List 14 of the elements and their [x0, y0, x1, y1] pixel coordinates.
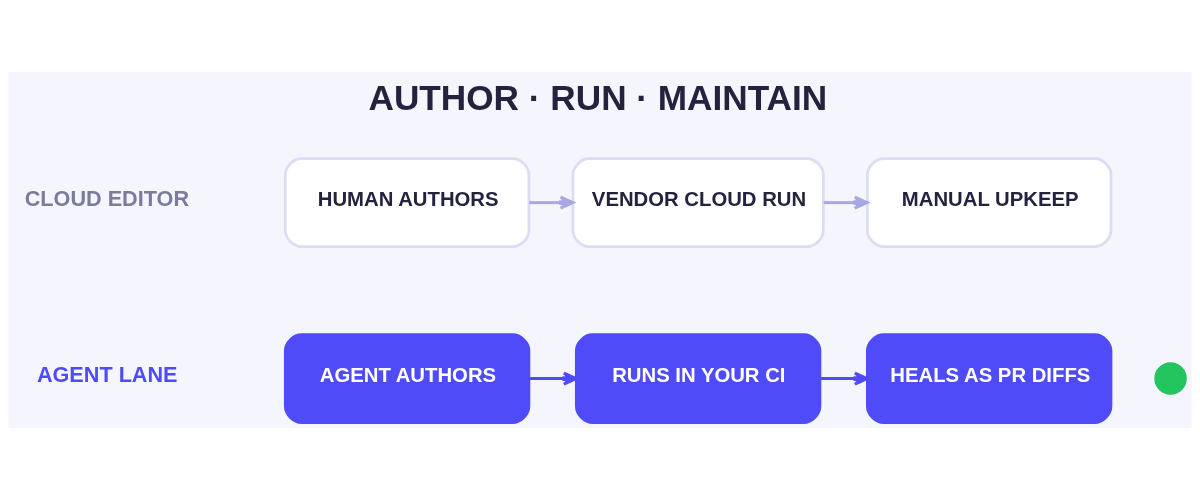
node-box: HUMAN AUTHORS	[283, 157, 531, 248]
arrow	[529, 195, 575, 210]
arrow	[820, 371, 869, 386]
node-box: VENDOR CLOUD RUN	[571, 157, 825, 248]
node-box: AGENT AUTHORS	[283, 333, 531, 424]
arrow	[823, 195, 869, 210]
node-circle	[1154, 362, 1187, 395]
node-box: MANUAL UPKEEP	[866, 157, 1113, 248]
node-box: RUNS IN YOUR CI	[574, 333, 822, 424]
arrow	[529, 371, 578, 386]
label: CLOUD EDITOR	[24, 186, 190, 212]
label: AGENT LANE	[36, 362, 178, 388]
diagram-title: AUTHOR · RUN · MAINTAIN	[368, 77, 828, 117]
node-box: HEALS AS PR DIFFS	[866, 333, 1113, 424]
